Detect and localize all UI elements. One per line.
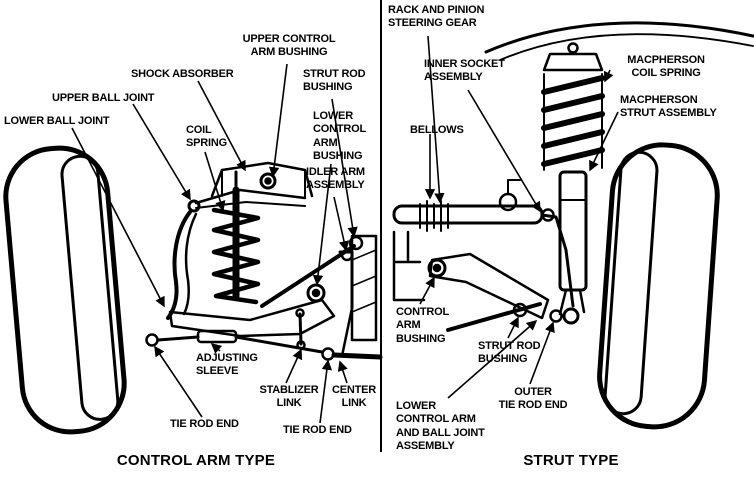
label-inner-socket-assembly: INNER SOCKET ASSEMBLY <box>424 58 505 84</box>
label-upper-control-arm-bushing: UPPER CONTROL ARM BUSHING <box>242 33 336 59</box>
label-control-arm-bushing: CONTROL ARM BUSHING <box>396 306 449 345</box>
label-tie-rod-end-right: TIE ROD END <box>283 424 352 436</box>
label-upper-ball-joint: UPPER BALL JOINT <box>52 92 155 104</box>
macpherson-coil-spring-part <box>541 73 605 171</box>
outer-tie-rod-end-part <box>549 309 563 323</box>
label-lower-ball-joint: LOWER BALL JOINT <box>4 115 110 127</box>
label-tie-rod-end-left: TIE ROD END <box>170 418 239 430</box>
stabilizer-link-part <box>298 312 303 346</box>
upper-ball-joint-part <box>187 199 201 213</box>
right-diagram-title: STRUT TYPE <box>523 452 619 469</box>
label-macpherson-coil-spring: MACPHERSON COIL SPRING <box>627 54 705 80</box>
lower-control-arm-part <box>428 252 550 320</box>
bellows-part <box>419 200 449 232</box>
control-arm-suspension-illustration <box>145 161 383 361</box>
rack-and-pinion-part <box>392 204 544 225</box>
label-coil-spring: COIL SPRING <box>186 124 227 150</box>
label-lower-control-arm-bushing: LOWER CONTROL ARM BUSHING <box>313 110 366 163</box>
label-bellows: BELLOWS <box>410 124 464 136</box>
right-tire-illustration <box>597 142 720 430</box>
label-adjusting-sleeve: ADJUSTING SLEEVE <box>196 352 258 378</box>
label-shock-absorber: SHOCK ABSORBER <box>131 68 234 80</box>
label-stablizer-link: STABLIZER LINK <box>259 384 319 410</box>
label-outer-tie-rod-end: OUTER TIE ROD END <box>498 386 568 412</box>
label-strut-rod-bushing-left: STRUT ROD BUSHING <box>303 68 366 94</box>
tie-rod-end-left-part <box>145 333 159 347</box>
ball-joint-part <box>562 307 580 325</box>
left-diagram-title: CONTROL ARM TYPE <box>116 452 276 469</box>
macpherson-strut-body-part <box>558 170 588 292</box>
strut-rod-bushing-right-part <box>512 302 528 318</box>
label-idler-arm-assembly: IDLER ARM ASSEMBLY <box>306 166 365 192</box>
control-arm-bushing-part <box>427 258 447 278</box>
label-macpherson-strut-assembly: MACPHERSON STRUT ASSEMBLY <box>620 94 717 120</box>
leader-lines <box>71 35 619 424</box>
left-tire-illustration <box>3 145 127 435</box>
label-strut-rod-bushing-right: STRUT ROD BUSHING <box>478 340 541 366</box>
strut-rod-part <box>260 244 356 308</box>
label-center-link: CENTER LINK <box>331 384 377 410</box>
strut-suspension-illustration <box>392 21 754 332</box>
label-rack-and-pinion-steering-gear: RACK AND PINION STEERING GEAR <box>388 4 485 30</box>
coil-spring-part <box>211 207 261 305</box>
label-lower-control-arm-assembly: LOWER CONTROL ARM AND BALL JOINT ASSEMBL… <box>396 400 485 453</box>
upper-control-arm-bushing-part <box>259 172 277 190</box>
